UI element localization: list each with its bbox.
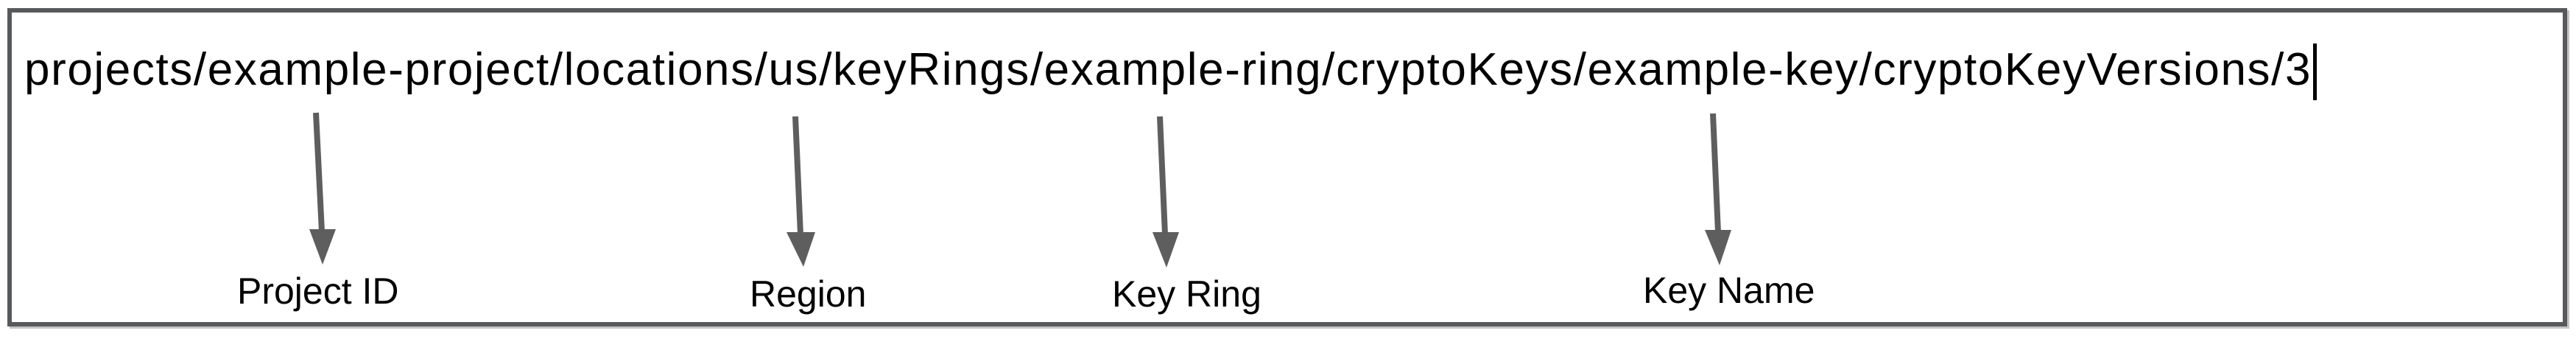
label-region: Region xyxy=(750,273,867,315)
resource-path-row: projects/example-project/locations/us/ke… xyxy=(24,43,2318,100)
label-key-name: Key Name xyxy=(1643,270,1815,311)
resource-path-text: projects/example-project/locations/us/ke… xyxy=(24,44,2312,95)
resource-path-field[interactable] xyxy=(7,8,2567,326)
text-caret xyxy=(2313,43,2318,100)
label-project-id: Project ID xyxy=(237,270,399,312)
label-key-ring: Key Ring xyxy=(1112,273,1261,315)
